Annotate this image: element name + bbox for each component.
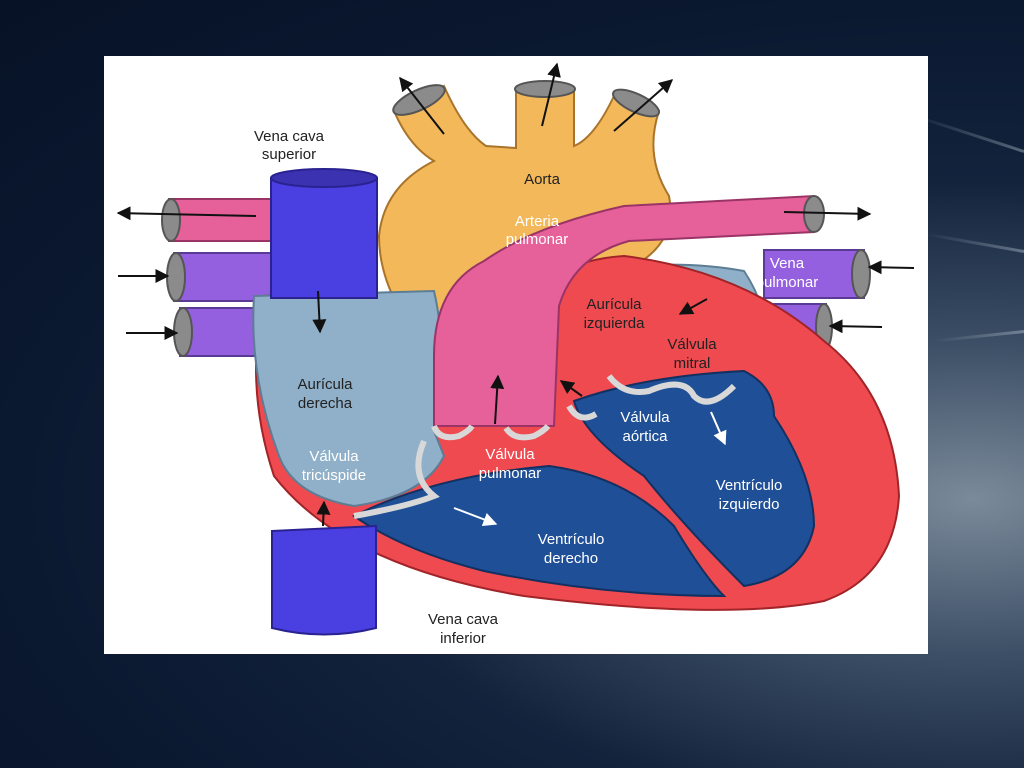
valves bbox=[353, 374, 737, 519]
label-valvula-tricuspide-line1: Válvula bbox=[309, 448, 359, 465]
label-valvula-tricuspide-line2: tricúspide bbox=[302, 467, 366, 484]
label-valvula-mitral-line1: Válvula bbox=[667, 336, 717, 353]
label-valvula-aortica-line2: aórtica bbox=[622, 428, 668, 445]
label-vena-pulmonar-line2: pulmonar bbox=[756, 274, 819, 291]
left-ventricle bbox=[572, 369, 816, 588]
superior-vena-cava bbox=[270, 168, 378, 299]
diagram-labels: Vena cava superior Aorta Arteria pulmona… bbox=[254, 128, 818, 647]
label-ventriculo-izquierdo-line1: Ventrículo bbox=[716, 477, 783, 494]
right-ventricle bbox=[352, 464, 727, 598]
label-ventriculo-derecho-line2: derecho bbox=[544, 550, 598, 567]
flow-arrows bbox=[116, 62, 915, 527]
label-valvula-pulmonar-line1: Válvula bbox=[485, 446, 535, 463]
label-arteria-pulmonar-line2: pulmonar bbox=[506, 231, 569, 248]
label-auricula-derecha-line2: derecha bbox=[298, 395, 353, 412]
pulmonary-artery bbox=[433, 194, 825, 427]
background-streak bbox=[934, 330, 1024, 343]
label-vena-cava-inferior-line2: inferior bbox=[440, 630, 486, 647]
right-pulmonary-artery-branch bbox=[161, 198, 280, 242]
label-vena-cava-superior-line1: Vena cava bbox=[254, 128, 325, 145]
label-valvula-mitral-line2: mitral bbox=[674, 355, 711, 372]
inferior-vena-cava bbox=[271, 524, 377, 636]
label-auricula-izquierda-line2: izquierda bbox=[584, 315, 646, 332]
heart-diagram: Vena cava superior Aorta Arteria pulmona… bbox=[116, 62, 915, 647]
label-aorta: Aorta bbox=[524, 171, 561, 188]
label-valvula-pulmonar-line2: pulmonar bbox=[479, 465, 542, 482]
label-auricula-izquierda-line1: Aurícula bbox=[586, 296, 642, 313]
label-arteria-pulmonar-line1: Arteria bbox=[515, 213, 560, 230]
label-valvula-aortica-line1: Válvula bbox=[620, 409, 670, 426]
background-streak bbox=[925, 232, 1024, 253]
label-ventriculo-izquierdo-line2: izquierdo bbox=[719, 496, 780, 513]
ventricle-flow-arrows bbox=[453, 411, 727, 527]
label-auricula-derecha-line1: Aurícula bbox=[297, 376, 353, 393]
label-ventriculo-derecho-line1: Ventrículo bbox=[538, 531, 605, 548]
heart-diagram-panel: Vena cava superior Aorta Arteria pulmona… bbox=[104, 56, 928, 654]
label-vena-pulmonar-line1: Vena bbox=[770, 255, 805, 272]
right-pulmonary-vein-upper bbox=[166, 252, 280, 302]
label-vena-cava-inferior-line1: Vena cava bbox=[428, 611, 499, 628]
label-vena-cava-superior-line2: superior bbox=[262, 146, 316, 163]
